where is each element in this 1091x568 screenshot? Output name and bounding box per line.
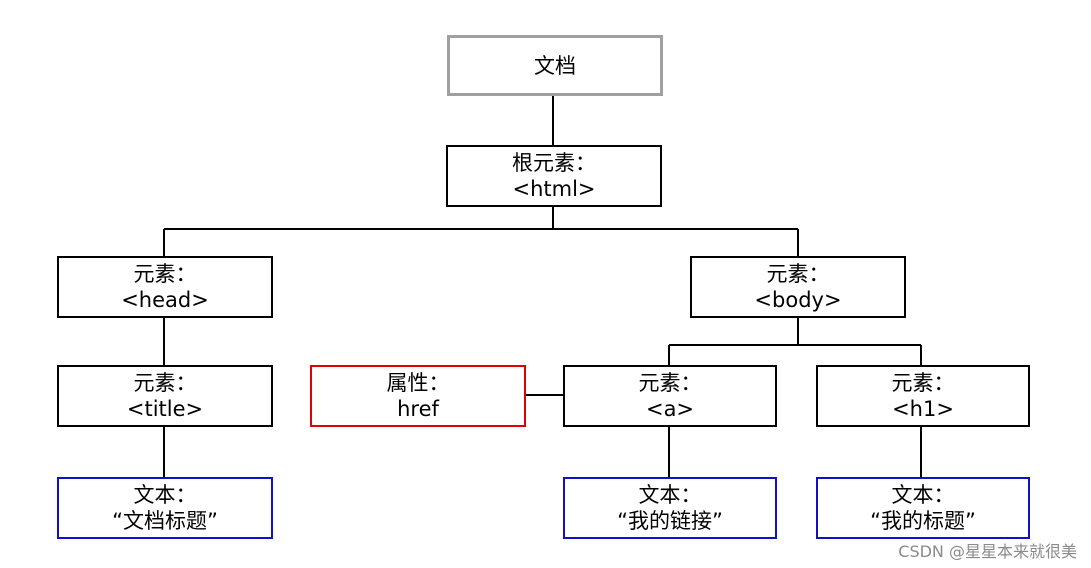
node-body-element: 元素： <body> bbox=[690, 256, 906, 318]
node-text-link: 文本： “我的链接” bbox=[563, 477, 777, 539]
node-text-link-title: 文本： bbox=[638, 483, 702, 507]
node-document-title: 文档 bbox=[534, 53, 576, 78]
node-root-element: 根元素： <html> bbox=[446, 145, 662, 207]
node-root-element-value: <html> bbox=[512, 177, 596, 201]
node-a-element: 元素： <a> bbox=[563, 365, 777, 427]
node-text-title-value: “文档标题” bbox=[112, 509, 218, 533]
node-h1-element: 元素： <h1> bbox=[816, 365, 1030, 427]
node-text-h1: 文本： “我的标题” bbox=[816, 477, 1030, 539]
watermark: CSDN @星星本来就很美 bbox=[898, 542, 1077, 561]
node-a-element-title: 元素： bbox=[638, 371, 702, 395]
node-a-element-value: <a> bbox=[645, 397, 695, 421]
node-body-element-title: 元素： bbox=[766, 262, 830, 286]
node-body-element-value: <body> bbox=[754, 288, 842, 312]
node-document: 文档 bbox=[447, 35, 663, 96]
node-text-title: 文本： “文档标题” bbox=[57, 477, 273, 539]
node-title-element-title: 元素： bbox=[133, 371, 197, 395]
node-head-element-value: <head> bbox=[121, 288, 209, 312]
node-head-element-title: 元素： bbox=[133, 262, 197, 286]
node-attribute-href: 属性： href bbox=[310, 365, 526, 427]
node-title-element-value: <title> bbox=[126, 397, 204, 421]
node-attribute-href-title: 属性： bbox=[386, 371, 450, 395]
node-text-h1-value: “我的标题” bbox=[870, 509, 976, 533]
node-h1-element-value: <h1> bbox=[892, 397, 954, 421]
node-title-element: 元素： <title> bbox=[57, 365, 273, 427]
node-h1-element-title: 元素： bbox=[891, 371, 955, 395]
node-attribute-href-value: href bbox=[397, 397, 439, 421]
node-text-h1-title: 文本： bbox=[891, 483, 955, 507]
node-head-element: 元素： <head> bbox=[57, 256, 273, 318]
node-text-title-title: 文本： bbox=[133, 483, 197, 507]
node-text-link-value: “我的链接” bbox=[617, 509, 723, 533]
node-root-element-title: 根元素： bbox=[512, 151, 596, 175]
